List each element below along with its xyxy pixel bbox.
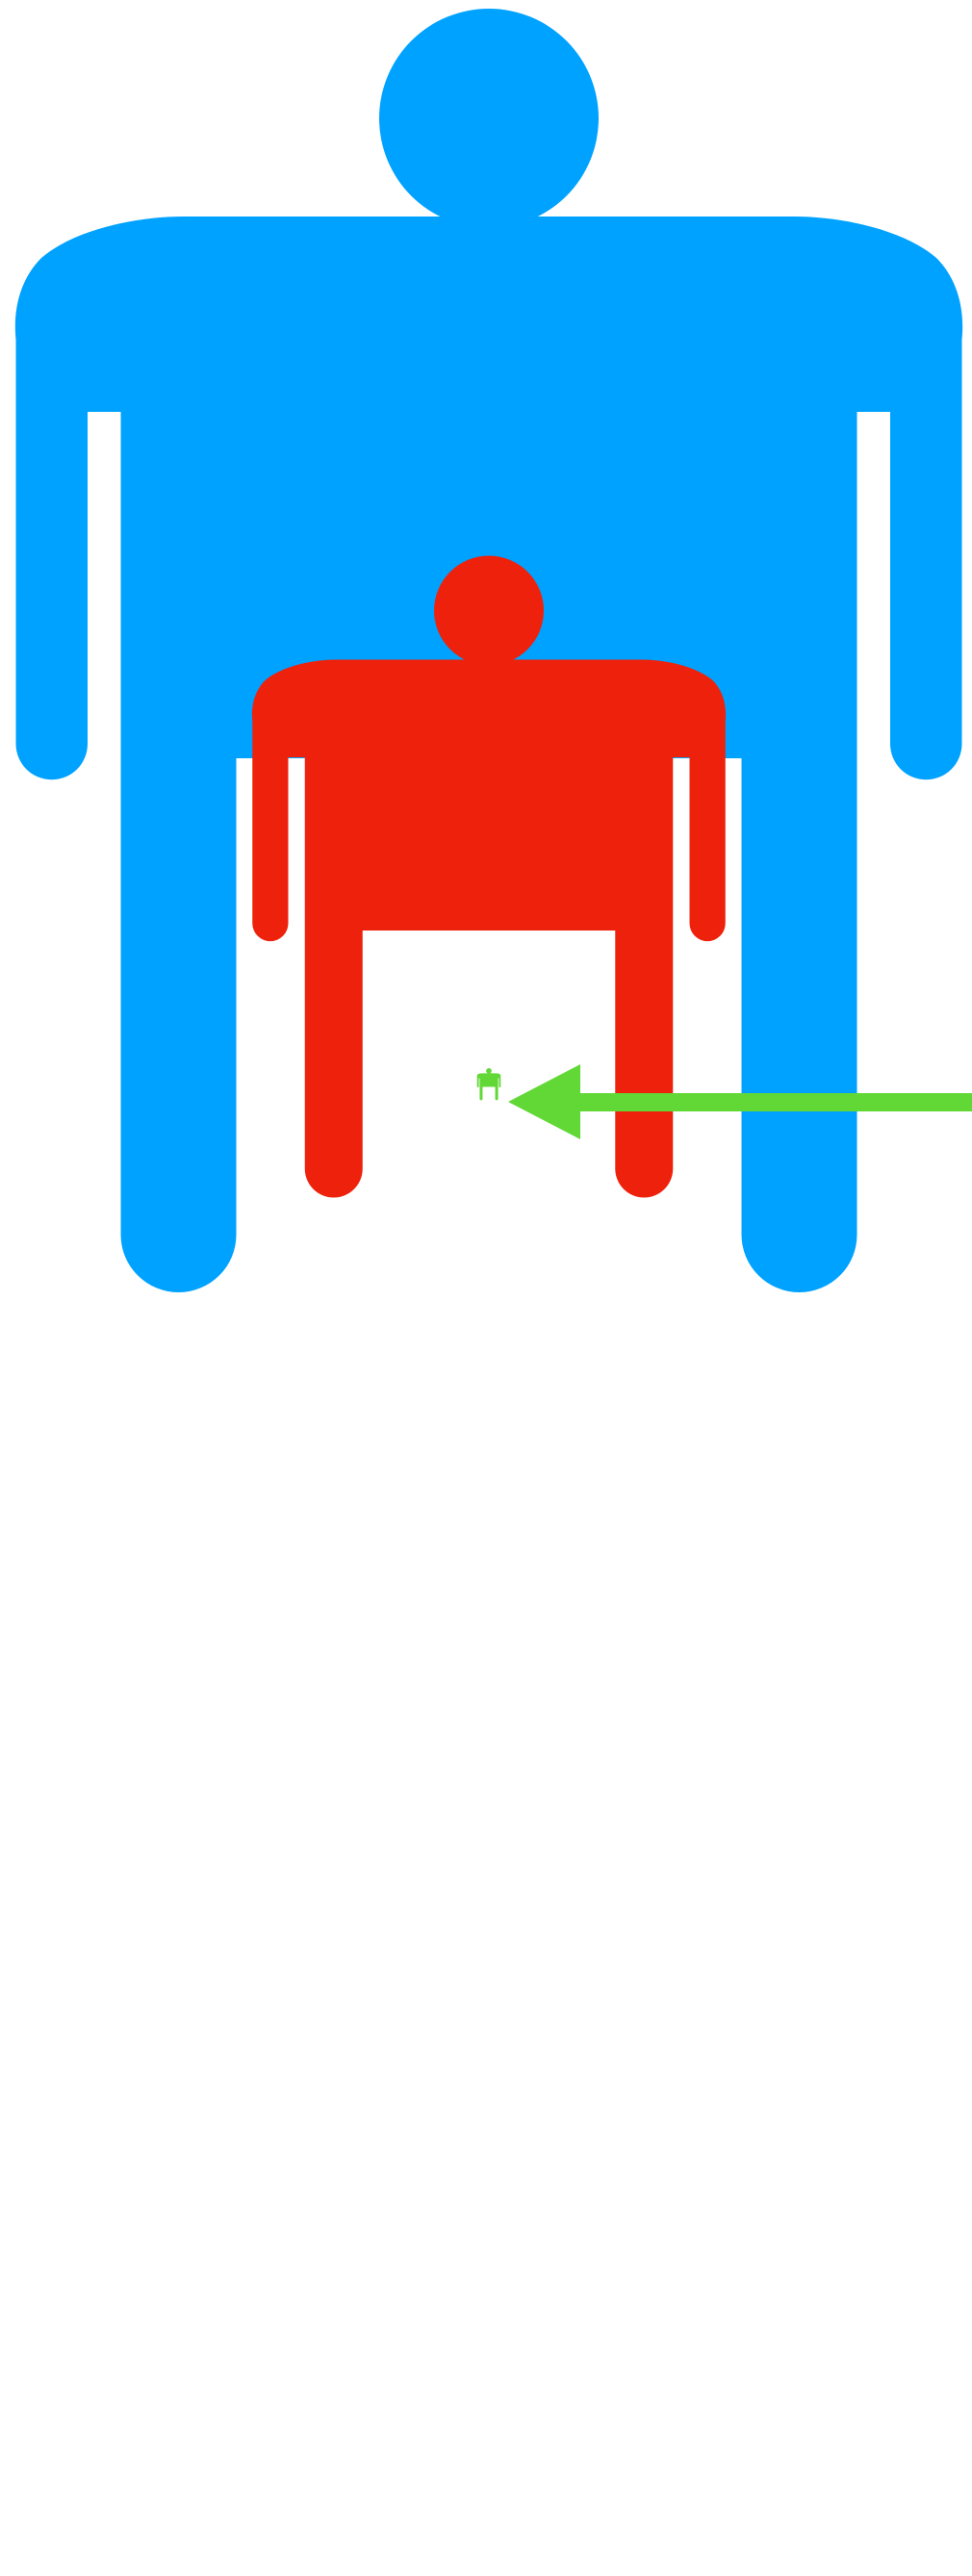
person-body [476, 1073, 501, 1101]
person-head [486, 1068, 492, 1074]
pointer-head [508, 1064, 580, 1139]
person-head [379, 9, 599, 228]
leg-gap [480, 931, 498, 1135]
person-head [434, 555, 544, 666]
pointer-shaft [574, 1093, 972, 1111]
leg-gap [488, 1086, 490, 1098]
person-body [251, 659, 727, 1198]
green-pointer-arrow-icon [508, 1064, 972, 1139]
small-green-person-icon [476, 1068, 501, 1101]
